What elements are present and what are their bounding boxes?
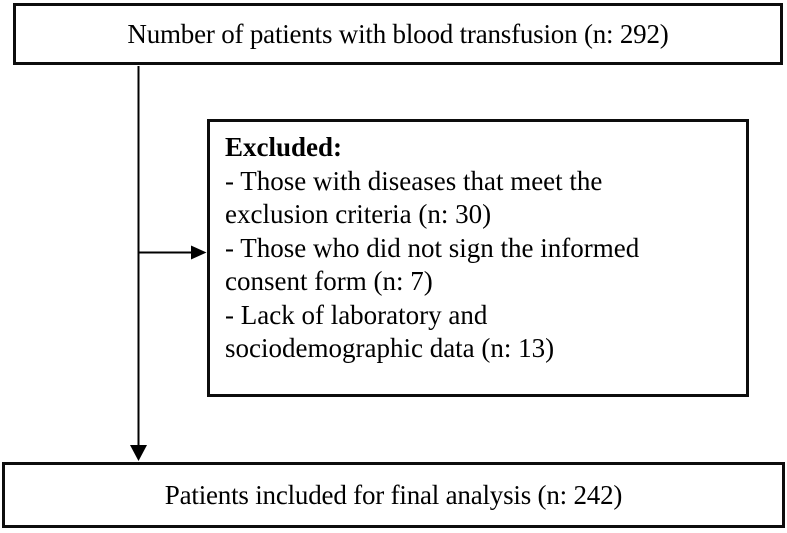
excluded-reason-line: - Lack of laboratory and	[225, 299, 488, 330]
final-analysis-label: Patients included for final analysis (n:…	[164, 479, 623, 510]
excluded-box: Excluded: - Those with diseases that mee…	[207, 119, 749, 397]
final-analysis-box: Patients included for final analysis (n:…	[2, 462, 785, 528]
total-patients-box: Number of patients with blood transfusio…	[13, 3, 783, 65]
excluded-reason-line: - Those who did not sign the informed	[225, 232, 640, 263]
excluded-reason-line: exclusion criteria (n: 30)	[225, 199, 492, 229]
arrow-down	[130, 66, 147, 461]
excluded-reason-line: - Those with diseases that meet the	[225, 165, 603, 196]
arrow-right	[138, 245, 207, 260]
excluded-reason-line: consent form (n: 7)	[225, 266, 433, 296]
total-patients-label: Number of patients with blood transfusio…	[127, 18, 669, 49]
excluded-reason-line: sociodemographic data (n: 13)	[225, 333, 555, 363]
excluded-box-title: Excluded:	[225, 132, 343, 162]
